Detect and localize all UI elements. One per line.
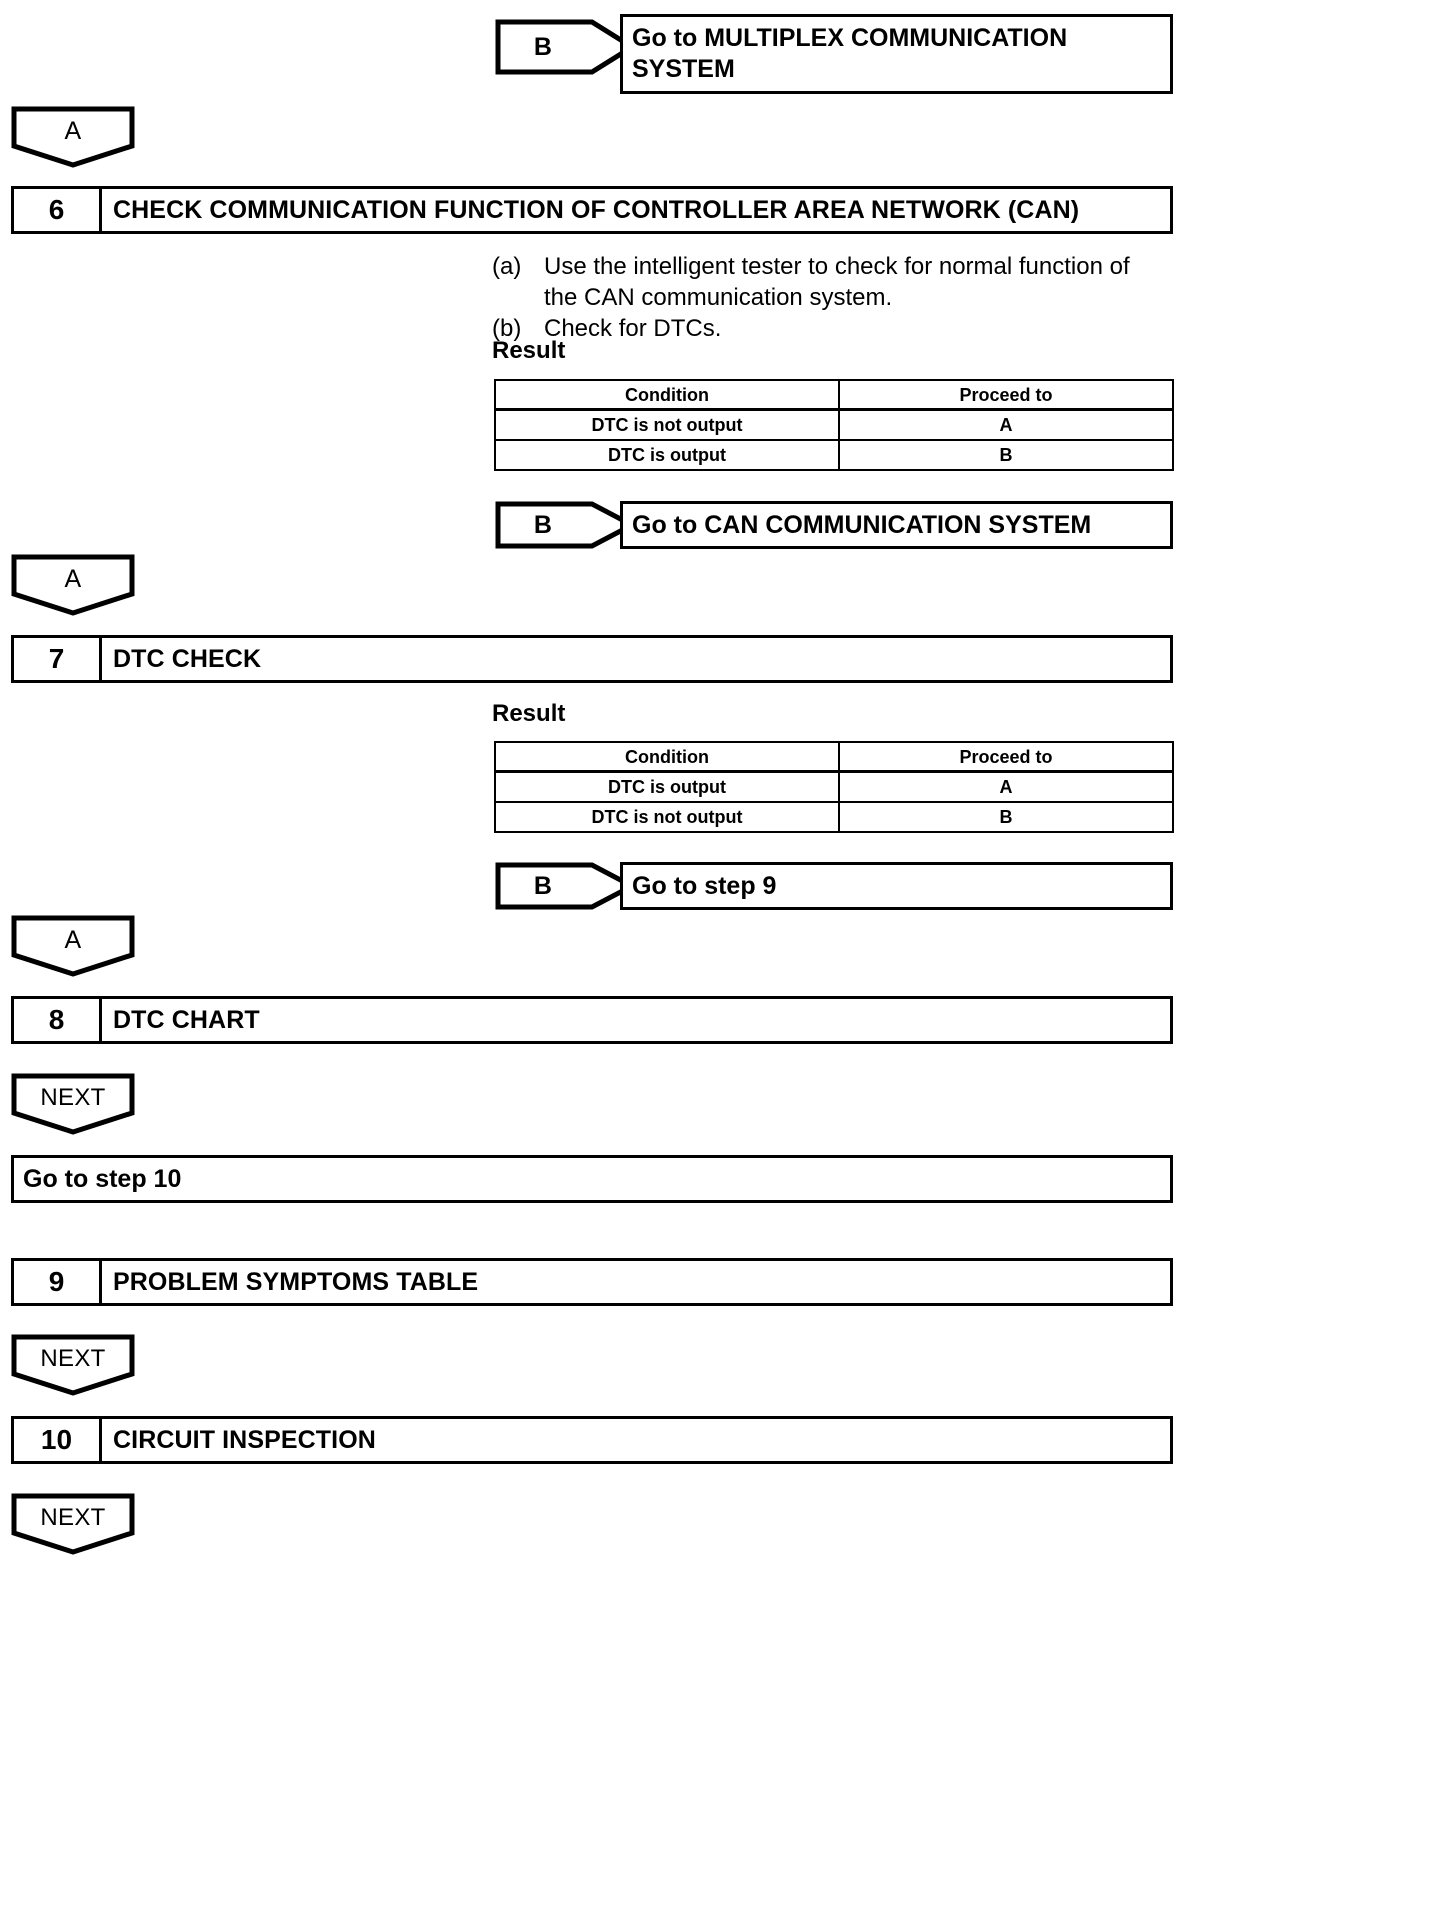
table-header-row: Condition Proceed to: [494, 379, 1174, 411]
step-title: DTC CHART: [113, 1005, 260, 1034]
step-number: 9: [14, 1261, 102, 1303]
cell-condition: DTC is not output: [494, 801, 840, 833]
instruction-line2: the CAN communication system.: [544, 284, 893, 311]
step-title: CIRCUIT INSPECTION: [113, 1425, 376, 1454]
step6-result-table: Condition Proceed to DTC is not output A…: [494, 379, 1174, 471]
step-bar-7[interactable]: 7 DTC CHECK: [11, 635, 1173, 683]
cell-condition: DTC is output: [494, 439, 840, 471]
step-bar-10[interactable]: 10 CIRCUIT INSPECTION: [11, 1416, 1173, 1464]
cell-condition: DTC is not output: [494, 409, 840, 441]
step-number: 7: [14, 638, 102, 680]
connector-label: B: [533, 510, 553, 539]
step-bar-8[interactable]: 8 DTC CHART: [11, 996, 1173, 1044]
step-number: 10: [14, 1419, 102, 1461]
table-row: DTC is not output A: [494, 409, 1174, 441]
instruction-marker: (a): [492, 253, 522, 280]
connector-next-after-8: NEXT: [11, 1073, 135, 1135]
connector-b-can: B: [495, 501, 635, 557]
step-bar-9[interactable]: 9 PROBLEM SYMPTOMS TABLE: [11, 1258, 1173, 1306]
table-row: DTC is not output B: [494, 801, 1174, 833]
step-bar-6[interactable]: 6 CHECK COMMUNICATION FUNCTION OF CONTRO…: [11, 186, 1173, 234]
cell-proceed-to: A: [838, 771, 1174, 803]
step-number: 8: [14, 999, 102, 1041]
connector-pentagon-right: B: [495, 19, 635, 75]
connector-label: NEXT: [40, 1504, 106, 1531]
goto-multiplex-line2: SYSTEM: [632, 55, 735, 83]
goto-step9-text: Go to step 9: [632, 871, 777, 900]
table-row: DTC is output B: [494, 439, 1174, 471]
step7-table-header-rule: [494, 770, 1172, 772]
connector-label: NEXT: [40, 1084, 106, 1111]
goto-can-text: Go to CAN COMMUNICATION SYSTEM: [632, 510, 1092, 539]
connector-label: NEXT: [40, 1345, 106, 1372]
connector-b-multiplex: B: [495, 19, 635, 75]
column-header-proceed-to: Proceed to: [838, 379, 1174, 411]
goto-multiplex-line1: Go to MULTIPLEX COMMUNICATION: [632, 24, 1068, 52]
connector-pentagon-right: B: [495, 862, 635, 918]
step6-result-label: Result: [492, 337, 566, 364]
connector-next-after-10: NEXT: [11, 1493, 135, 1555]
cell-proceed-to: A: [838, 409, 1174, 441]
goto-box-can[interactable]: Go to CAN COMMUNICATION SYSTEM: [620, 501, 1173, 549]
step6-instructions: (a) Use the intelligent tester to check …: [492, 251, 1172, 344]
goto-box-step9[interactable]: Go to step 9: [620, 862, 1173, 910]
connector-label: B: [533, 32, 553, 61]
connector-a-step7: A: [11, 554, 135, 616]
instruction-text: Check for DTCs.: [544, 315, 722, 342]
instruction-marker: (b): [492, 315, 522, 342]
table-header-row: Condition Proceed to: [494, 741, 1174, 773]
connector-b-step9: B: [495, 862, 635, 918]
column-header-condition: Condition: [494, 379, 840, 411]
connector-pentagon-right: B: [495, 501, 635, 557]
goto-step10-text: Go to step 10: [23, 1164, 182, 1193]
step7-result-label: Result: [492, 700, 566, 727]
connector-label: A: [64, 925, 82, 954]
column-header-condition: Condition: [494, 741, 840, 773]
table-row: DTC is output A: [494, 771, 1174, 803]
step-number: 6: [14, 189, 102, 231]
step-title: DTC CHECK: [113, 644, 262, 673]
connector-label: B: [533, 871, 553, 900]
cell-proceed-to: B: [838, 801, 1174, 833]
cell-condition: DTC is output: [494, 771, 840, 803]
connector-a-step8: A: [11, 915, 135, 977]
instruction-row: (b) Check for DTCs.: [492, 313, 1172, 344]
goto-box-multiplex[interactable]: Go to MULTIPLEX COMMUNICATION SYSTEM: [620, 14, 1173, 94]
cell-proceed-to: B: [838, 439, 1174, 471]
instruction-text: Use the intelligent tester to check for …: [544, 251, 1172, 313]
goto-box-step10[interactable]: Go to step 10: [11, 1155, 1173, 1203]
column-header-proceed-to: Proceed to: [838, 741, 1174, 773]
connector-next-after-9: NEXT: [11, 1334, 135, 1396]
step7-result-table: Condition Proceed to DTC is output A DTC…: [494, 741, 1174, 833]
instruction-row: (a) Use the intelligent tester to check …: [492, 251, 1172, 313]
instruction-line1: Use the intelligent tester to check for …: [544, 253, 1130, 280]
step-title: PROBLEM SYMPTOMS TABLE: [113, 1267, 479, 1296]
connector-label: A: [64, 116, 82, 145]
step-title: CHECK COMMUNICATION FUNCTION OF CONTROLL…: [113, 195, 1080, 224]
connector-label: A: [64, 564, 82, 593]
connector-a-step6: A: [11, 106, 135, 168]
step6-table-header-rule: [494, 408, 1172, 410]
